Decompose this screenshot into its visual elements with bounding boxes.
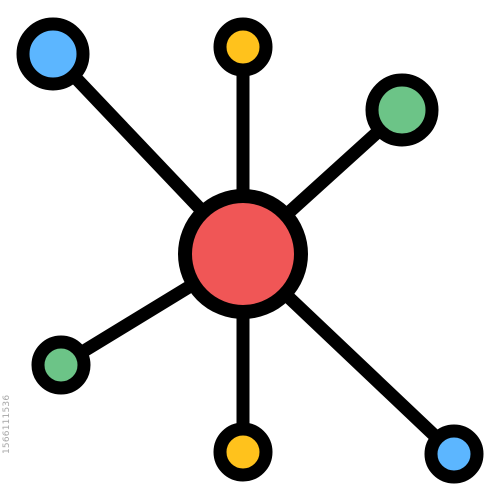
node-bottom-yellow xyxy=(213,422,273,482)
node-bottom-left-green xyxy=(31,335,91,395)
node-top-left-blue xyxy=(16,17,90,91)
watermark-id-text: 1566111536 xyxy=(2,394,12,454)
node-bottom-right-blue xyxy=(424,424,484,484)
hub-node-red xyxy=(178,189,308,319)
node-top-right-green xyxy=(365,73,439,147)
node-top-yellow xyxy=(213,17,273,77)
